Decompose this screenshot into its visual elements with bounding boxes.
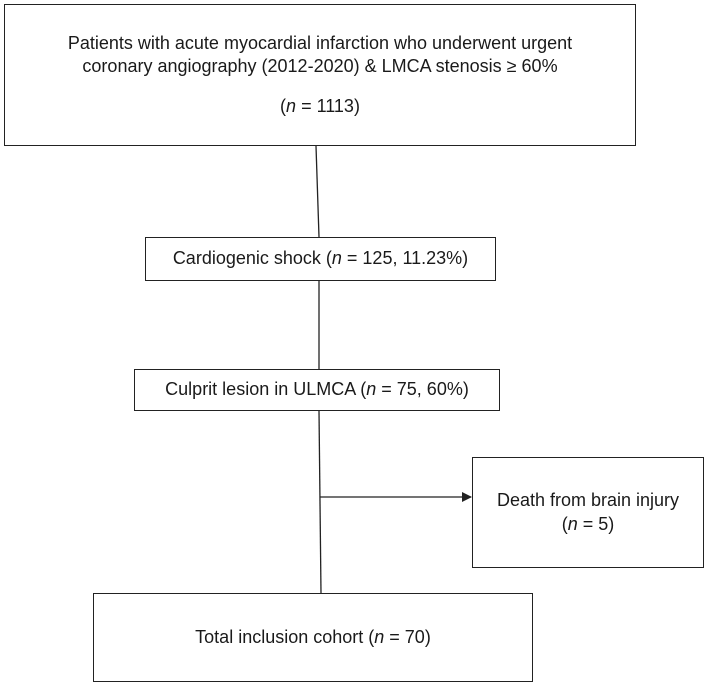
exclusion-box: Death from brain injury (n = 5) [472, 457, 704, 568]
population-box: Patients with acute myocardial infarctio… [4, 4, 636, 146]
connector-population-to-shock [315, 145, 320, 238]
final-cohort-prefix: Total inclusion cohort ( [195, 626, 375, 647]
cardiogenic-shock-value: = 125, 11.23%) [341, 248, 469, 269]
exclusion-count-value: = 5) [577, 513, 615, 534]
exclusion-count-open: ( [561, 513, 568, 534]
population-count: (n = 1113) [280, 95, 360, 118]
population-line-2: coronary angiography (2012-2020) & LMCA … [82, 56, 558, 77]
population-count-value: = 1113) [296, 95, 360, 116]
exclusion-count: (n = 5) [562, 513, 615, 536]
population-count-symbol: n [286, 95, 297, 116]
culprit-lesion-box: Culprit lesion in ULMCA (n = 75, 60%) [134, 369, 500, 411]
exclusion-label: Death from brain injury [496, 490, 680, 511]
culprit-lesion-label: Culprit lesion in ULMCA (n = 75, 60%) [165, 378, 469, 401]
culprit-lesion-symbol: n [366, 379, 377, 400]
culprit-lesion-value: = 75, 60%) [376, 379, 469, 400]
final-cohort-box: Total inclusion cohort (n = 70) [93, 593, 533, 682]
population-count-open: ( [280, 95, 287, 116]
final-cohort-value: = 70) [384, 626, 431, 647]
culprit-lesion-prefix: Culprit lesion in ULMCA ( [165, 379, 367, 400]
cardiogenic-shock-symbol: n [331, 248, 342, 269]
cardiogenic-shock-prefix: Cardiogenic shock ( [172, 248, 332, 269]
final-cohort-label: Total inclusion cohort (n = 70) [195, 626, 431, 649]
population-line-1: Patients with acute myocardial infarctio… [67, 32, 573, 53]
final-cohort-symbol: n [374, 626, 385, 647]
cardiogenic-shock-label: Cardiogenic shock (n = 125, 11.23%) [173, 247, 468, 270]
exclusion-count-symbol: n [567, 513, 578, 534]
connector-culprit-to-total [318, 410, 322, 594]
cardiogenic-shock-box: Cardiogenic shock (n = 125, 11.23%) [145, 237, 496, 281]
